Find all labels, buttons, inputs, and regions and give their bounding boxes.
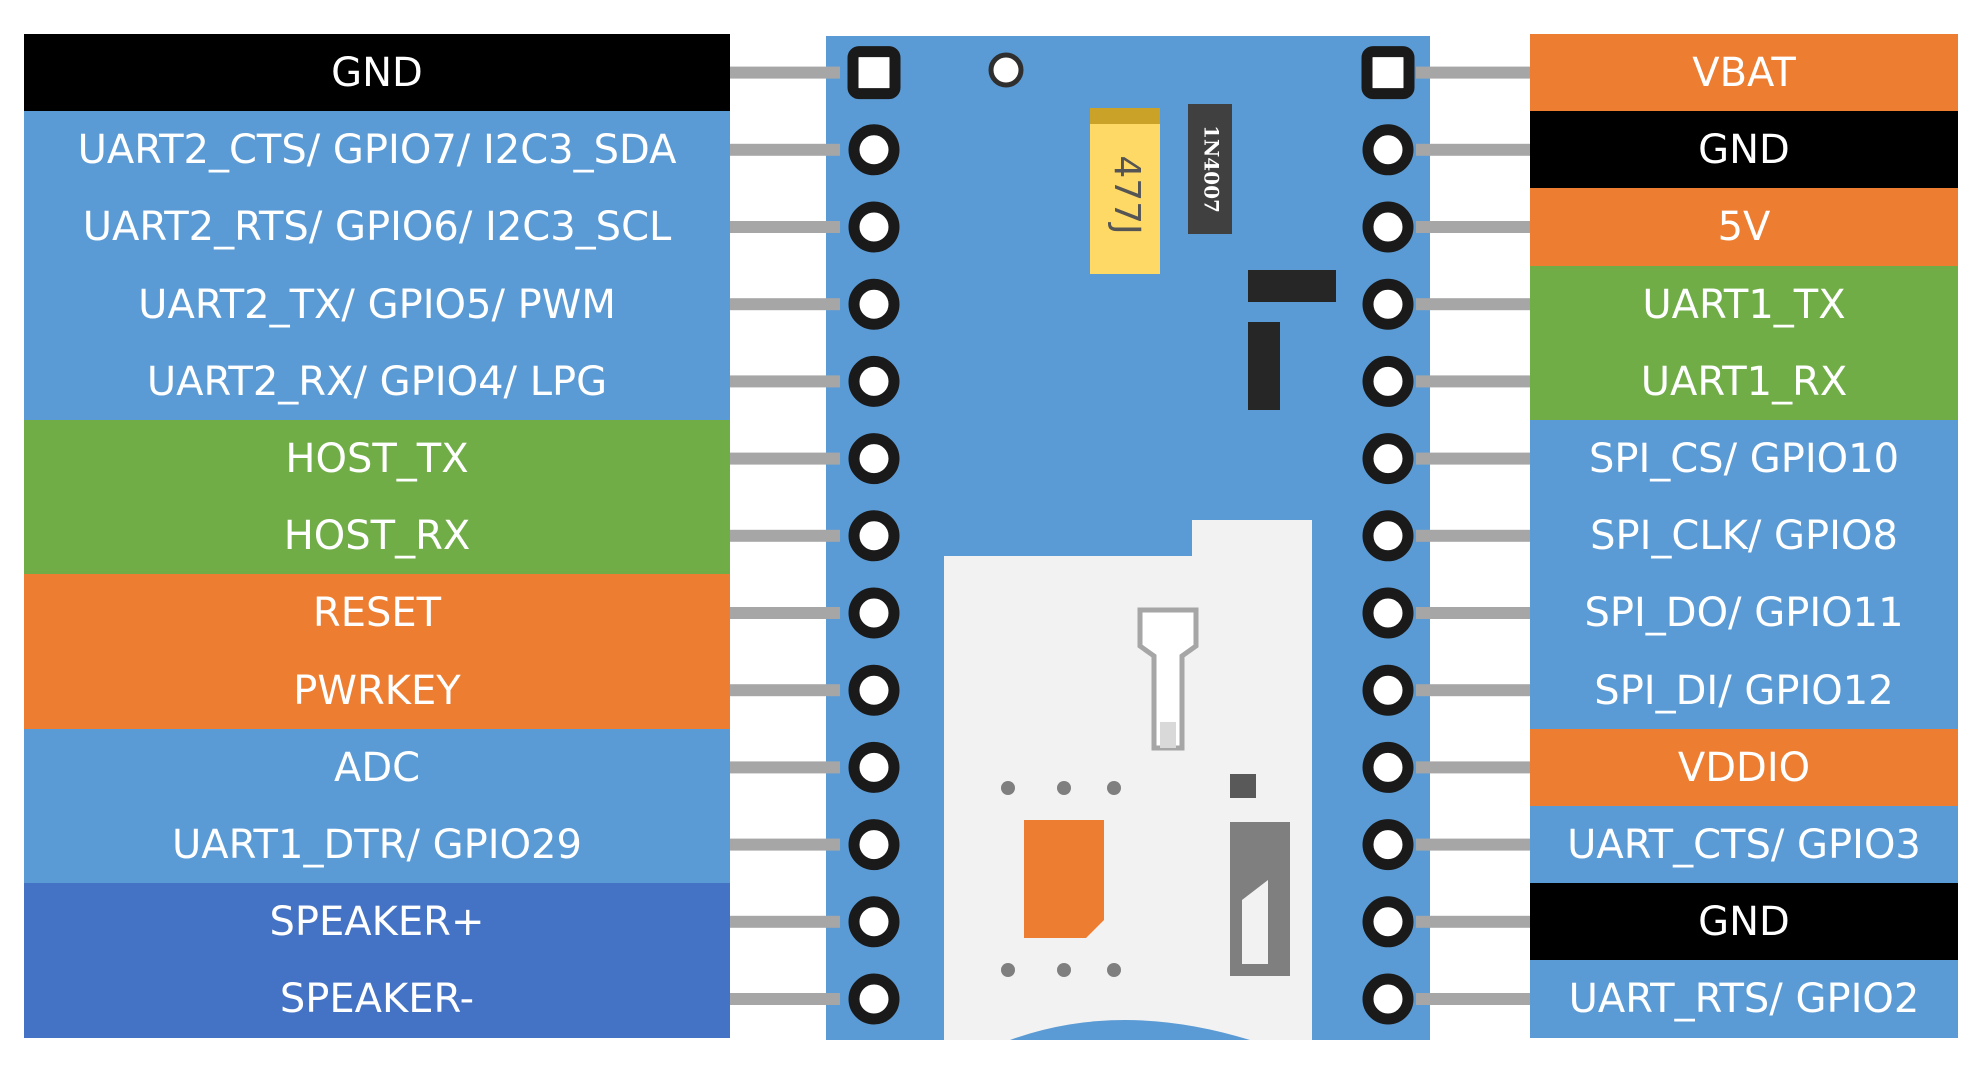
left-pin-lead: [730, 684, 840, 697]
left-pin-label-uart2-cts-gpio7-i2c3-sda: UART2_CTS/ GPIO7/ I2C3_SDA: [24, 111, 730, 190]
left-pin-pad: [848, 433, 900, 485]
left-pin-pad: [848, 587, 900, 639]
left-pin-lead: [730, 761, 840, 774]
right-pin-label-spi-do-gpio11: SPI_DO/ GPIO11: [1530, 574, 1958, 653]
right-pin-label-uart1-tx: UART1_TX: [1530, 265, 1958, 344]
right-pin-lead: [1416, 452, 1530, 465]
right-pin-pad: [1362, 355, 1414, 407]
left-pin-pad: [848, 896, 900, 948]
smd-pad-horizontal: [1248, 270, 1336, 302]
right-pin-lead: [1416, 143, 1530, 156]
right-pin-label-uart-rts-gpio2: UART_RTS/ GPIO2: [1530, 960, 1958, 1039]
left-pin-lead: [730, 298, 840, 311]
left-pin-pad: [848, 973, 900, 1025]
left-pin-label-pwrkey: PWRKEY: [24, 651, 730, 730]
diode: 1N4007: [1188, 104, 1232, 234]
left-pin-pad: [848, 201, 900, 253]
right-pin-lead: [1416, 375, 1530, 388]
left-pin-label-uart2-rx-gpio4-lpg: UART2_RX/ GPIO4/ LPG: [24, 342, 730, 421]
right-pin-label-uart-cts-gpio3: UART_CTS/ GPIO3: [1530, 806, 1958, 884]
right-pin-pad: [1362, 201, 1414, 253]
right-pin-pad: [1362, 278, 1414, 330]
right-pin-pad: [1362, 741, 1414, 793]
right-pin-lead: [1416, 298, 1530, 311]
left-pin-label-speaker: SPEAKER-: [24, 960, 730, 1039]
right-pin-pad: [1362, 587, 1414, 639]
left-pin-label-adc: ADC: [24, 728, 730, 807]
left-pin-label-reset: RESET: [24, 574, 730, 653]
left-pin-lead: [730, 529, 840, 542]
right-pin-pad: [1362, 973, 1414, 1025]
right-pin-lead: [1416, 221, 1530, 233]
right-pin-label-gnd: GND: [1530, 883, 1958, 962]
left-pin-pad: [848, 819, 900, 871]
left-pin-label-speaker: SPEAKER+: [24, 883, 730, 962]
left-pin-label-uart1-dtr-gpio29: UART1_DTR/ GPIO29: [24, 806, 730, 884]
mounting-hole: [988, 52, 1024, 88]
capacitor-label: 477J: [1106, 155, 1147, 234]
capacitor: 477J: [1090, 108, 1160, 274]
left-pin-label-host-tx: HOST_TX: [24, 420, 730, 498]
right-pin-pad: [1362, 433, 1414, 485]
right-pin-label-vbat: VBAT: [1530, 34, 1958, 112]
right-pin-lead: [1416, 607, 1530, 619]
left-pin-pad: [848, 355, 900, 407]
right-pin-pad: [1362, 896, 1414, 948]
smd-pad-vertical: [1248, 322, 1280, 410]
right-pin-lead: [1416, 993, 1530, 1005]
left-pin-pad: [848, 664, 900, 716]
right-pin-label-spi-cs-gpio10: SPI_CS/ GPIO10: [1530, 420, 1958, 498]
left-pin-lead: [730, 915, 840, 928]
right-pin-pad: [1362, 819, 1414, 871]
left-pin-label-uart2-tx-gpio5-pwm: UART2_TX/ GPIO5/ PWM: [24, 265, 730, 344]
right-pin-pad: [1362, 510, 1414, 562]
right-pin-label-spi-clk-gpio8: SPI_CLK/ GPIO8: [1530, 497, 1958, 576]
right-pin-label-5v: 5V: [1530, 188, 1958, 267]
left-pin-label-gnd: GND: [24, 34, 730, 112]
left-pin-lead: [730, 607, 840, 619]
left-pin-label-uart2-rts-gpio6-i2c3-scl: UART2_RTS/ GPIO6/ I2C3_SCL: [24, 188, 730, 267]
left-pin-lead: [730, 838, 840, 851]
left-pin-pad: [848, 741, 900, 793]
left-pin-lead: [730, 143, 840, 156]
left-pin-label-host-rx: HOST_RX: [24, 497, 730, 576]
left-pin-pad: [848, 510, 900, 562]
left-pin-pad: [847, 46, 901, 100]
left-pin-lead: [730, 221, 840, 233]
sim-socket: [944, 520, 1312, 1040]
left-pin-lead: [730, 452, 840, 465]
right-pin-lead: [1416, 915, 1530, 928]
left-pin-pad: [848, 124, 900, 176]
right-pin-lead: [1416, 761, 1530, 774]
right-pin-label-spi-di-gpio12: SPI_DI/ GPIO12: [1530, 651, 1958, 730]
diode-label: 1N4007: [1200, 125, 1224, 213]
right-pin-pad: [1362, 664, 1414, 716]
sim-chip: [1024, 820, 1104, 938]
right-pin-label-uart1-rx: UART1_RX: [1530, 342, 1958, 421]
right-pin-pad: [1362, 124, 1414, 176]
right-pin-label-gnd: GND: [1530, 111, 1958, 190]
right-pin-lead: [1416, 66, 1530, 79]
right-pin-lead: [1416, 838, 1530, 851]
left-pin-lead: [730, 375, 840, 388]
left-pin-pad: [848, 278, 900, 330]
left-pin-lead: [730, 993, 840, 1005]
right-pin-pad: [1361, 46, 1415, 100]
left-pin-lead: [730, 66, 840, 79]
right-pin-lead: [1416, 529, 1530, 542]
right-pin-lead: [1416, 684, 1530, 697]
right-pin-label-vddio: VDDIO: [1530, 728, 1958, 807]
